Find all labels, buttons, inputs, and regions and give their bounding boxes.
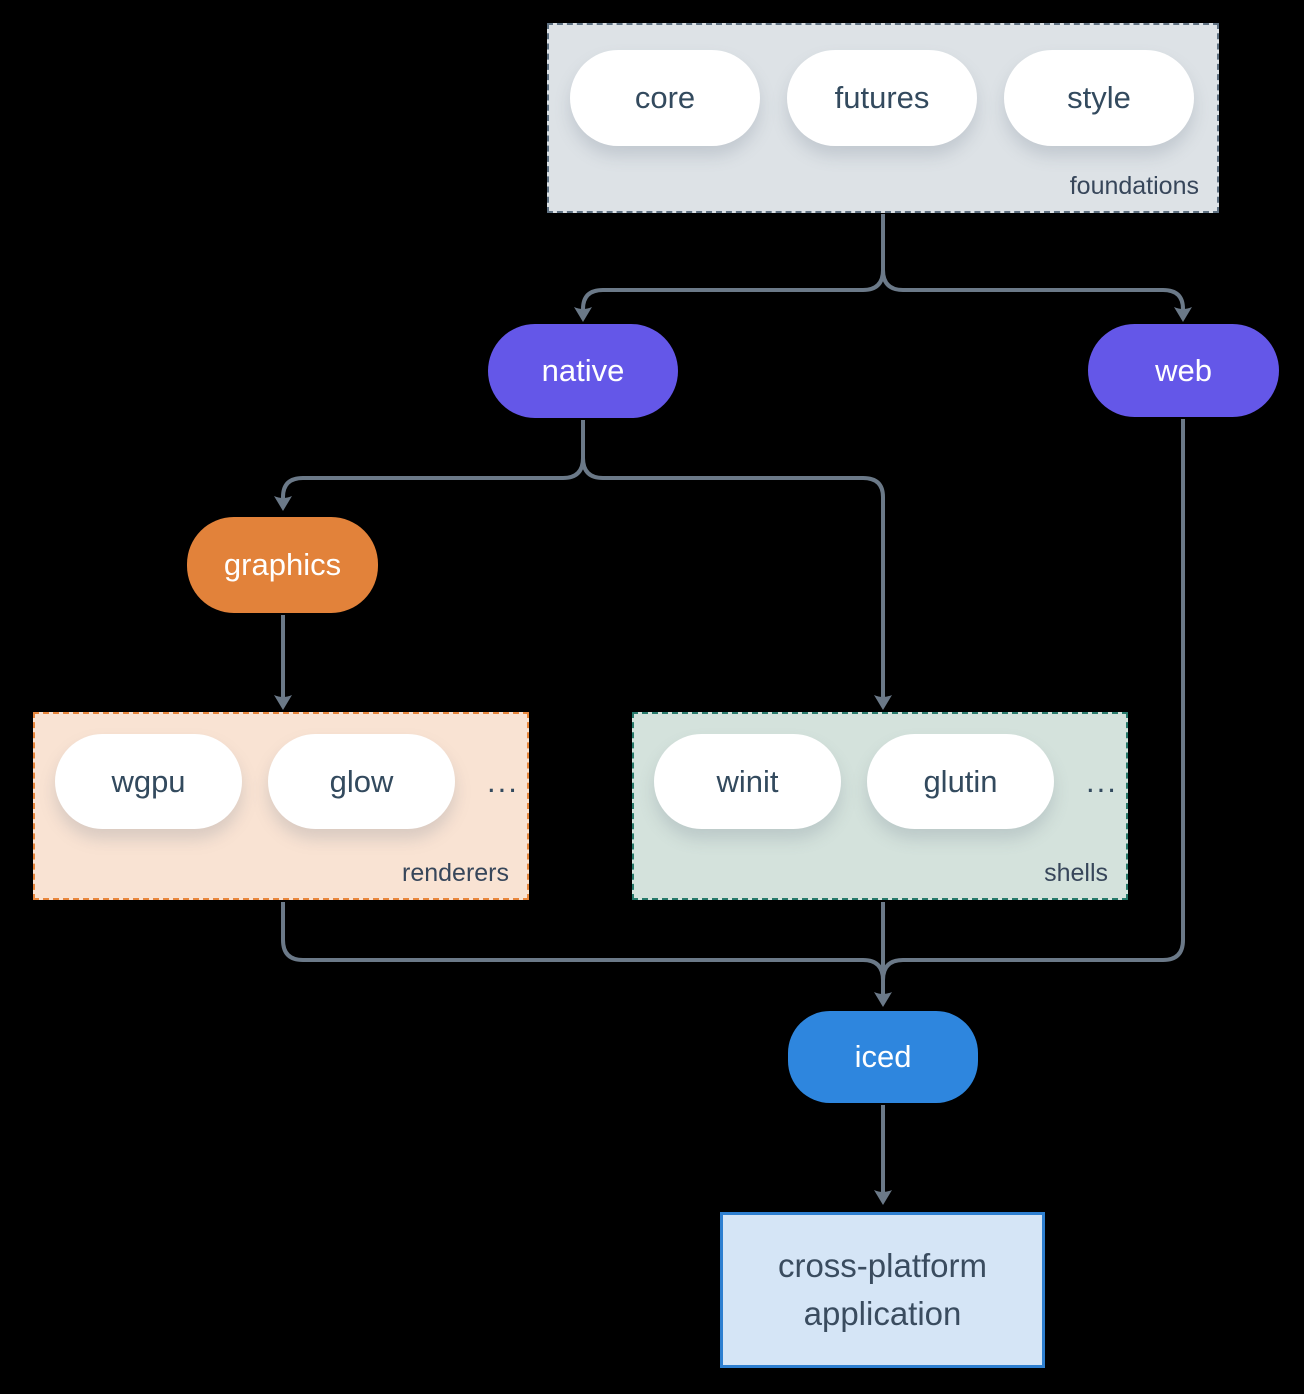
group-shells: winit glutin ... shells <box>632 712 1128 900</box>
group-label-renderers: renderers <box>402 859 509 887</box>
group-label-foundations: foundations <box>1069 172 1199 200</box>
arrowhead-renderers <box>274 695 292 710</box>
node-graphics: graphics <box>187 517 378 613</box>
node-winit: winit <box>654 734 841 829</box>
edge-web-merge <box>881 419 1185 981</box>
arrowhead-shells <box>874 695 892 710</box>
node-core: core <box>570 50 760 146</box>
shells-pill-row: winit glutin ... <box>654 734 1118 829</box>
node-futures: futures <box>787 50 977 146</box>
node-cross-platform-application: cross-platform application <box>720 1212 1045 1368</box>
node-glutin: glutin <box>867 734 1054 829</box>
node-wgpu: wgpu <box>55 734 242 829</box>
node-iced: iced <box>788 1011 978 1103</box>
group-renderers: wgpu glow ... renderers <box>33 712 529 900</box>
shells-ellipsis: ... <box>1086 763 1118 799</box>
edge-renderers-merge <box>281 902 885 981</box>
node-glow: glow <box>268 734 455 829</box>
node-web: web <box>1088 324 1279 417</box>
edge-native-shells <box>581 457 885 697</box>
edge-foundations-web <box>881 269 1185 311</box>
arrowhead-iced <box>874 992 892 1007</box>
edge-native-graphics <box>281 457 585 499</box>
arrowhead-app <box>874 1190 892 1205</box>
arrowhead-web <box>1174 307 1192 322</box>
foundations-pill-row: core futures style <box>570 50 1194 146</box>
renderers-pill-row: wgpu glow ... <box>55 734 519 829</box>
arrowhead-graphics <box>274 496 292 511</box>
renderers-ellipsis: ... <box>487 763 519 799</box>
arrowhead-native <box>574 307 592 322</box>
edge-foundations-native <box>581 269 885 311</box>
node-style: style <box>1004 50 1194 146</box>
group-label-shells: shells <box>1044 859 1108 887</box>
group-foundations: core futures style foundations <box>547 23 1219 213</box>
node-native: native <box>488 324 678 418</box>
